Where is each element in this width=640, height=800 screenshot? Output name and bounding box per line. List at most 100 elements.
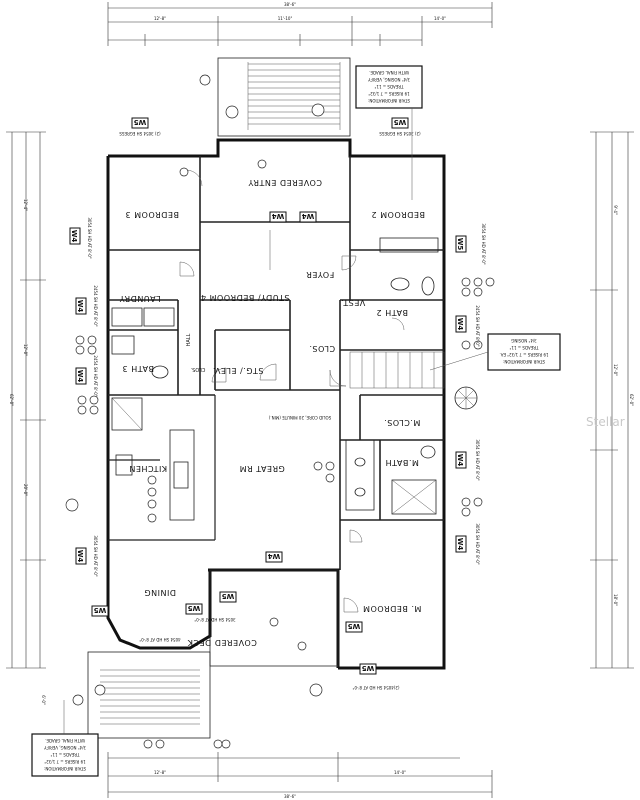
svg-text:18'-0": 18'-0" xyxy=(613,594,618,606)
window-tag: W5 xyxy=(131,117,149,129)
svg-text:W4: W4 xyxy=(456,318,464,331)
svg-text:38'-6": 38'-6" xyxy=(284,794,296,799)
room-covered-entry: COVERED ENTRY xyxy=(248,178,322,187)
svg-text:6'-0": 6'-0" xyxy=(41,695,46,705)
svg-text:STAIR INFORMATION:: STAIR INFORMATION: xyxy=(368,98,410,103)
svg-text:3054 SH HD AT 8'-0": 3054 SH HD AT 8'-0" xyxy=(475,523,480,564)
svg-text:(2)4054 SH HD AT 8'-0": (2)4054 SH HD AT 8'-0" xyxy=(352,685,399,690)
svg-text:(2) 3054 SH EGRESS: (2) 3054 SH EGRESS xyxy=(379,131,421,136)
svg-text:W5: W5 xyxy=(188,604,201,612)
room-mbath: M.BATH xyxy=(385,458,419,467)
room-clos: CLOS. xyxy=(190,366,205,372)
window-tag: W5 xyxy=(185,603,203,615)
window-tag: W4 xyxy=(455,315,467,333)
window-tag: W5 xyxy=(455,235,467,253)
window-tag: W4 xyxy=(299,211,317,223)
window-tag: W5 xyxy=(345,621,363,633)
svg-text:12'-0": 12'-0" xyxy=(23,344,28,356)
window-tag: W4 xyxy=(269,211,287,223)
room-labels: BEDROOM 3 BEDROOM 2 COVERED ENTRY FOYER … xyxy=(119,178,425,647)
svg-text:62'-0": 62'-0" xyxy=(629,394,634,406)
stair-note-bottom: STAIR INFORMATION: 19 RISERS = 7 1/32" T… xyxy=(31,733,99,777)
window-spec-labels: (2) 3054 SH EGRESS (2) 3054 SH EGRESS 30… xyxy=(87,131,486,690)
room-vest: VEST. xyxy=(341,298,366,307)
svg-text:W4: W4 xyxy=(76,300,84,313)
svg-text:W4: W4 xyxy=(272,212,285,220)
svg-text:WITH FINAL GRADE.: WITH FINAL GRADE. xyxy=(45,738,85,743)
svg-text:12'-0": 12'-0" xyxy=(613,364,618,376)
svg-text:W4: W4 xyxy=(76,370,84,383)
svg-text:2454 SH HD AT 8'-0": 2454 SH HD AT 8'-0" xyxy=(93,285,98,326)
svg-text:12'-4": 12'-4" xyxy=(23,199,28,211)
svg-text:9'-4": 9'-4" xyxy=(613,205,618,215)
svg-text:WITH FINAL GRADE.: WITH FINAL GRADE. xyxy=(369,70,409,75)
svg-text:W4: W4 xyxy=(302,212,315,220)
room-bedroom2: BEDROOM 2 xyxy=(371,210,425,219)
svg-text:W4: W4 xyxy=(268,552,281,560)
interior-stair xyxy=(349,351,445,389)
svg-text:19 RISERS = 7 1/32": 19 RISERS = 7 1/32" xyxy=(368,91,409,96)
room-mclos: M.CLOS. xyxy=(384,418,421,427)
svg-text:W5: W5 xyxy=(134,118,147,126)
room-great-rm: GREAT RM xyxy=(239,464,285,473)
svg-text:W5: W5 xyxy=(222,592,235,600)
svg-text:TREADS = 11": TREADS = 11" xyxy=(50,752,80,757)
room-study: STUDY/ BEDROOM 4 xyxy=(200,293,289,302)
svg-text:TREADS = 11": TREADS = 11" xyxy=(509,345,539,350)
svg-text:19 RISERS = 7 1/32": 19 RISERS = 7 1/32" xyxy=(44,759,85,764)
svg-text:W5: W5 xyxy=(362,664,375,672)
fixtures xyxy=(111,237,478,521)
svg-text:W4: W4 xyxy=(76,550,84,563)
room-stg-elev: STG./ ELEV. xyxy=(213,366,264,375)
svg-text:TREADS = 11": TREADS = 11" xyxy=(374,84,404,89)
svg-text:3054 SH HD AT 8'-0": 3054 SH HD AT 8'-0" xyxy=(481,223,486,264)
svg-text:20'-0": 20'-0" xyxy=(23,484,28,496)
window-tag: W4 xyxy=(455,451,467,469)
room-clos2: CLOS. xyxy=(309,344,335,353)
svg-text:19 RISERS = 7 1/32" EA.: 19 RISERS = 7 1/32" EA. xyxy=(500,352,549,357)
svg-text:3054 SH HD AT 8'-0": 3054 SH HD AT 8'-0" xyxy=(475,439,480,480)
svg-text:(2) 3054 SH EGRESS: (2) 3054 SH EGRESS xyxy=(119,131,161,136)
window-tags: W5 W5 W4 W4 W4 W5 W4 W4 W4 W4 W4 W4 W5 W… xyxy=(69,117,467,675)
svg-text:14'-0": 14'-0" xyxy=(394,770,406,775)
svg-text:12'-8": 12'-8" xyxy=(154,16,166,21)
window-tag: W5 xyxy=(391,117,409,129)
room-kitchen: KITCHEN xyxy=(129,464,167,473)
svg-text:2454 SH HD AT 8'-0": 2454 SH HD AT 8'-0" xyxy=(475,305,480,346)
window-tag: W5 xyxy=(91,605,109,617)
svg-text:38'-6": 38'-6" xyxy=(284,2,296,7)
entry-stair xyxy=(199,57,351,137)
svg-text:62'-0": 62'-0" xyxy=(9,394,14,406)
svg-text:3/4" NOSING: 3/4" NOSING xyxy=(511,338,537,343)
room-covered-deck: COVERED DECK xyxy=(187,638,257,647)
watermark: Stellar xyxy=(586,415,625,429)
svg-text:W5: W5 xyxy=(394,118,407,126)
door-swings xyxy=(179,169,405,613)
window-tag: W4 xyxy=(75,367,87,385)
svg-text:11'-10": 11'-10" xyxy=(278,16,293,21)
window-tag: W5 xyxy=(359,663,377,675)
window-tag: W4 xyxy=(75,547,87,565)
svg-text:W4: W4 xyxy=(70,230,78,243)
keynote-bubbles xyxy=(75,159,495,749)
svg-text:2454 SH HD AT 8'-0": 2454 SH HD AT 8'-0" xyxy=(93,355,98,396)
window-tag: W4 xyxy=(455,535,467,553)
room-bedroom3: BEDROOM 3 xyxy=(125,210,179,219)
window-tag: W4 xyxy=(265,551,283,563)
room-foyer: FOYER xyxy=(306,270,334,279)
svg-text:3/4" NOSING, VERIFY: 3/4" NOSING, VERIFY xyxy=(367,77,410,82)
svg-text:W5: W5 xyxy=(348,622,361,630)
window-tag: W4 xyxy=(69,227,81,245)
svg-text:W4: W4 xyxy=(456,454,464,467)
window-tag: W4 xyxy=(75,297,87,315)
svg-text:4054 SH HD AT 8'-0": 4054 SH HD AT 8'-0" xyxy=(139,637,180,642)
svg-text:STAIR INFORMATION:: STAIR INFORMATION: xyxy=(503,359,545,364)
room-hall: HALL xyxy=(186,333,192,346)
svg-text:12'-8": 12'-8" xyxy=(154,770,166,775)
covered-deck xyxy=(65,498,339,739)
dimension-lines: 38'-6" 12'-8" 11'-10" 14'-0" 38'-6" 12'-… xyxy=(6,2,634,799)
svg-text:14'-0": 14'-0" xyxy=(434,16,446,21)
window-tag: W5 xyxy=(219,591,237,603)
svg-text:3/4" NOSING, VERIFY: 3/4" NOSING, VERIFY xyxy=(43,745,86,750)
